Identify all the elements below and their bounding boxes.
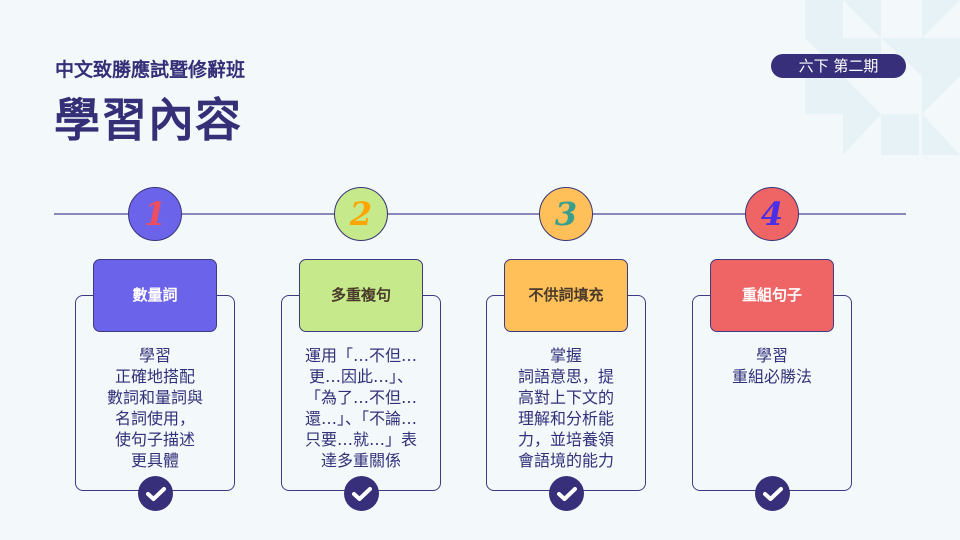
step-description: 學習重組必勝法 (692, 345, 852, 387)
check-icon (344, 476, 379, 511)
description-line: 理解和分析能 (517, 409, 614, 428)
course-subtitle: 中文致勝應試暨修辭班 (55, 59, 246, 81)
step-heading: 不供詞填充 (504, 259, 628, 332)
description-line: 正確地搭配 (114, 367, 195, 386)
check-icon (549, 476, 584, 511)
description-line: 運用「…不但… (304, 346, 417, 365)
timeline-line (54, 213, 906, 215)
step-description: 學習正確地搭配數詞和量詞與名詞使用， 使句子描述更具體 (75, 345, 235, 471)
term-badge: 六下 第二期 (771, 54, 906, 78)
step-heading: 多重複句 (299, 259, 423, 332)
step-number-circle: 1 (128, 187, 182, 241)
description-line: 更…因此…」、 (308, 367, 413, 386)
description-line: 詞語意思，提 (517, 367, 614, 386)
step-description: 掌握詞語意思，提高對上下文的理解和分析能力，並培養領會語境的能力 (486, 345, 646, 471)
page-title: 學習內容 (54, 93, 242, 147)
description-line: 高對上下文的 (517, 388, 614, 407)
description-line: 達多重關係 (320, 451, 401, 470)
step-number-circle: 2 (334, 187, 388, 241)
description-line: 會語境的能力 (517, 451, 614, 470)
description-line: 還…」、「不論… (304, 409, 417, 428)
step-heading: 重組句子 (710, 259, 834, 332)
step-description: 運用「…不但… 更…因此…」、「為了…不但… 還…」、「不論… 只要…就…」表達多重關… (281, 345, 441, 471)
check-icon (138, 476, 173, 511)
description-line: 掌握 (549, 346, 582, 365)
description-line: 「為了…不但… (304, 388, 417, 407)
step-heading: 數量詞 (93, 259, 217, 332)
step-number-circle: 3 (539, 187, 593, 241)
description-line: 更具體 (130, 451, 179, 470)
description-line: 重組必勝法 (731, 367, 812, 386)
description-line: 名詞使用， (114, 409, 195, 428)
step-number-circle: 4 (745, 187, 799, 241)
description-line: 使句子描述 (114, 430, 195, 449)
description-line: 只要…就…」表 (304, 430, 417, 449)
description-line: 學習 (755, 346, 788, 365)
check-icon (755, 476, 790, 511)
description-line: 力，並培養領 (517, 430, 614, 449)
description-line: 數詞和量詞與 (106, 388, 203, 407)
description-line: 學習 (138, 346, 171, 365)
